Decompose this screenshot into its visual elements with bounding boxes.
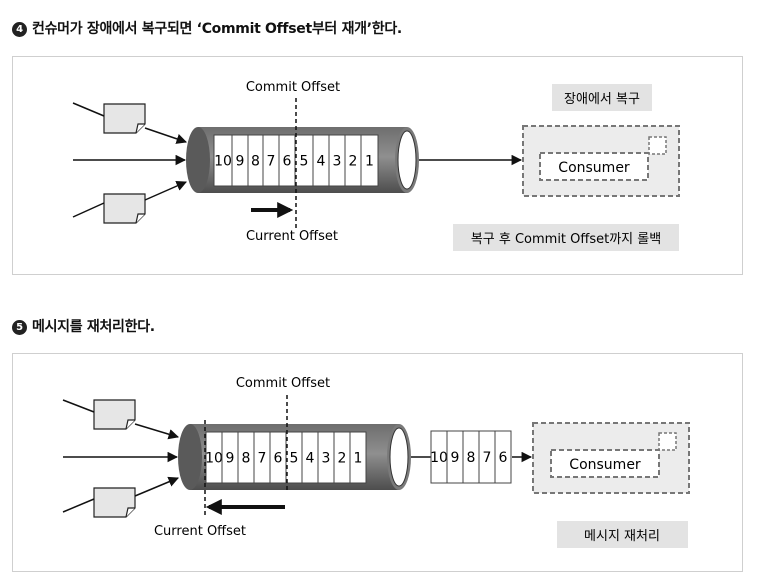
in-flight-cell-label: 7: [483, 450, 492, 466]
note-tag: 메시지 재처리: [584, 529, 660, 544]
note-tag: 복구 후 Commit Offset까지 롤백: [471, 232, 661, 247]
queue-cell-label: 1: [354, 451, 363, 467]
consumer-label: Consumer: [558, 160, 630, 176]
in-flight-cell-label: 8: [467, 450, 476, 466]
producer-line: [62, 399, 95, 413]
queue-cell-label: 7: [267, 154, 276, 170]
status-tag: 장애에서 복구: [564, 92, 640, 107]
note-tag-box: [453, 224, 679, 251]
producer-line: [62, 498, 95, 513]
queue-cell-label: 5: [290, 451, 299, 467]
queue-cell: [349, 431, 367, 484]
queue-cell-label: 9: [226, 451, 235, 467]
producer-line: [72, 102, 105, 117]
commit-offset-label: Commit Offset: [246, 80, 340, 95]
in-flight-cell-label: 9: [451, 450, 460, 466]
in-flight-cell: [494, 430, 512, 484]
producer-line: [72, 202, 105, 218]
queue-cell-label: 2: [338, 451, 347, 467]
commit-offset-label: Commit Offset: [236, 376, 330, 391]
step-number-badge: 4: [12, 22, 27, 37]
consumer-box: [539, 152, 649, 181]
queue-cell-label: 6: [283, 154, 292, 170]
queue-cell-label: 7: [258, 451, 267, 467]
in-flight-cell-label: 10: [430, 450, 448, 466]
produce-arrow: [144, 127, 187, 144]
note-tag-box: [557, 521, 688, 548]
queue-cell-label: 1: [365, 154, 374, 170]
produce-arrow: [134, 476, 179, 497]
queue-cell-label: 3: [333, 154, 342, 170]
section-5-heading: 5 메시지를 재처리한다.: [12, 316, 155, 336]
queue-cell-label: 10: [214, 154, 232, 170]
status-tag-box: [552, 84, 652, 111]
queue-cell: [360, 134, 379, 187]
current-offset-label: Current Offset: [246, 229, 338, 244]
queue-cell-label: 4: [306, 451, 315, 467]
queue-cell-label: 8: [242, 451, 251, 467]
queue-cell-label: 5: [300, 154, 309, 170]
current-offset-label: Current Offset: [154, 524, 246, 539]
section-5-title: 메시지를 재처리한다.: [32, 319, 155, 335]
queue-cell-label: 9: [236, 154, 245, 170]
queue-cell-label: 3: [322, 451, 331, 467]
section-4-heading: 4 컨슈머가 장애에서 복구되면 ‘Commit Offset부터 재개’한다.: [12, 18, 402, 38]
consumer-label: Consumer: [569, 457, 641, 473]
producer-message-icon: [103, 193, 146, 224]
produce-arrow: [144, 180, 187, 201]
step-number-badge: 5: [12, 320, 27, 335]
queue-cell-label: 8: [251, 154, 260, 170]
queue-cell-label: 2: [349, 154, 358, 170]
queue-cell-label: 10: [205, 451, 223, 467]
queue-cell-label: 4: [317, 154, 326, 170]
queue-cell-label: 6: [274, 451, 283, 467]
producer-message-icon: [93, 399, 136, 430]
consumer-corner-box: [648, 136, 667, 155]
produce-arrow: [134, 423, 180, 440]
producer-message-icon: [93, 487, 136, 518]
section-4-title: 컨슈머가 장애에서 복구되면 ‘Commit Offset부터 재개’한다.: [32, 21, 402, 37]
consumer-corner-box: [658, 432, 677, 451]
producer-message-icon: [103, 103, 146, 134]
consumer-box: [550, 449, 660, 478]
in-flight-cell-label: 6: [499, 450, 508, 466]
